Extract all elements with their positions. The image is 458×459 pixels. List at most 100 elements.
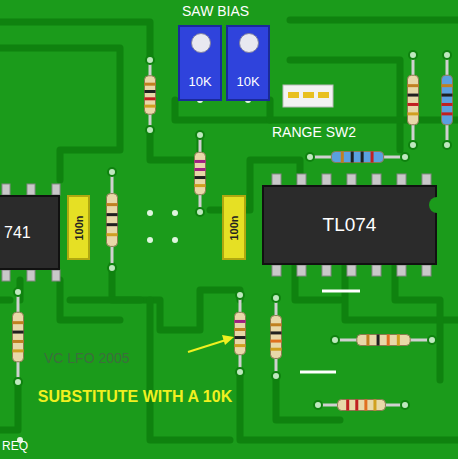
resistor-band [195,168,206,171]
resistor-band [145,90,156,93]
resistor-band [195,184,206,187]
via-pad [147,210,153,216]
resistor-band [145,97,156,100]
resistor-body [235,312,246,354]
trimpot: 10K [226,25,270,101]
resistor-body [331,152,383,163]
solder-pad [443,51,451,59]
solder-pad [443,141,451,149]
ic-pin [2,184,10,195]
solder-pad [236,291,244,299]
resistor-band [387,335,390,346]
resistor-band [107,203,118,206]
ic-pin [422,174,431,185]
resistor-band [145,83,156,86]
arrow-head [222,335,234,345]
solder-pad [401,153,409,161]
resistor-band [397,335,400,346]
resistor-symbol [107,168,118,272]
resistor-symbol [314,400,409,411]
ic-pin [272,174,281,185]
resistor-body [13,312,24,362]
resistor-band [271,323,282,326]
resistor-band [408,84,419,87]
solder-pad [272,372,280,380]
resistor-band [408,103,419,106]
resistor-band [107,233,118,236]
ic-pin [322,174,331,185]
resistor-band [235,344,246,347]
resistor-band [13,331,24,334]
silkscreen-label: SAW BIAS [182,3,249,20]
resistor-band [351,152,354,163]
resistors [13,51,453,411]
resistor-band [364,400,367,411]
resistor-band [195,160,206,163]
silkscreen-bar [300,371,336,374]
ic-pin [347,174,356,185]
resistor-symbol [235,291,246,376]
solder-pad [196,131,204,139]
resistor-symbol [306,152,409,163]
resistor-band [408,112,419,115]
resistor-band [195,176,206,179]
solder-pad [196,208,204,216]
resistor-symbol [145,56,156,134]
header-pin [288,92,299,98]
callout-arrow [188,335,234,352]
solder-pad [108,168,116,176]
resistor-band [145,105,156,108]
ic-pin [372,265,381,276]
capacitor-value: 100n [228,215,240,240]
callout-note: SUBSTITUTE WITH A 10K [20,387,250,406]
resistor-band [442,84,453,87]
ic-pin [27,270,35,281]
solder-pad [428,336,436,344]
solder-pad [331,336,339,344]
resistor-body [107,194,118,247]
ic-pin [372,174,381,185]
resistor-band [235,328,246,331]
resistor-band [373,400,376,411]
trimpot-screw [239,33,259,53]
resistor-band [235,336,246,339]
resistor-band [442,103,453,106]
ic-pin [52,184,60,195]
resistor-band [271,331,282,334]
resistor-band [13,321,24,324]
solder-pad [108,264,116,272]
switch-label: RANGE SW2 [272,124,356,141]
solder-pad [409,51,417,59]
ic-pin [397,265,406,276]
solder-pad [401,401,409,409]
resistor-body [195,152,206,194]
solder-pad [314,401,322,409]
ic-pin [322,265,331,276]
pads [17,97,251,443]
resistor-band [355,400,358,411]
capacitor-value: 100n [73,215,85,240]
ic-pin [2,270,10,281]
resistor-band [442,112,453,115]
silkscreen-bar [322,290,360,293]
resistor-band [377,335,380,346]
trimpot: 10K [178,25,222,101]
resistor-band [408,94,419,97]
solder-pad [236,368,244,376]
resistor-symbol [408,51,419,149]
resistor-body [271,316,282,359]
capacitor: 100n [222,195,246,260]
header-pin [303,92,314,98]
solder-pad [14,288,22,296]
silkscreen-marks [300,291,360,372]
capacitor: 100n [67,195,90,260]
via-pad [147,237,153,243]
solder-pad [146,56,154,64]
resistor-band [341,152,344,163]
ic-label: 741 [4,224,31,242]
resistor-symbol [195,131,206,216]
resistor-band [271,348,282,351]
header-pin [318,92,329,98]
resistor-band [346,400,349,411]
resistor-band [361,152,364,163]
